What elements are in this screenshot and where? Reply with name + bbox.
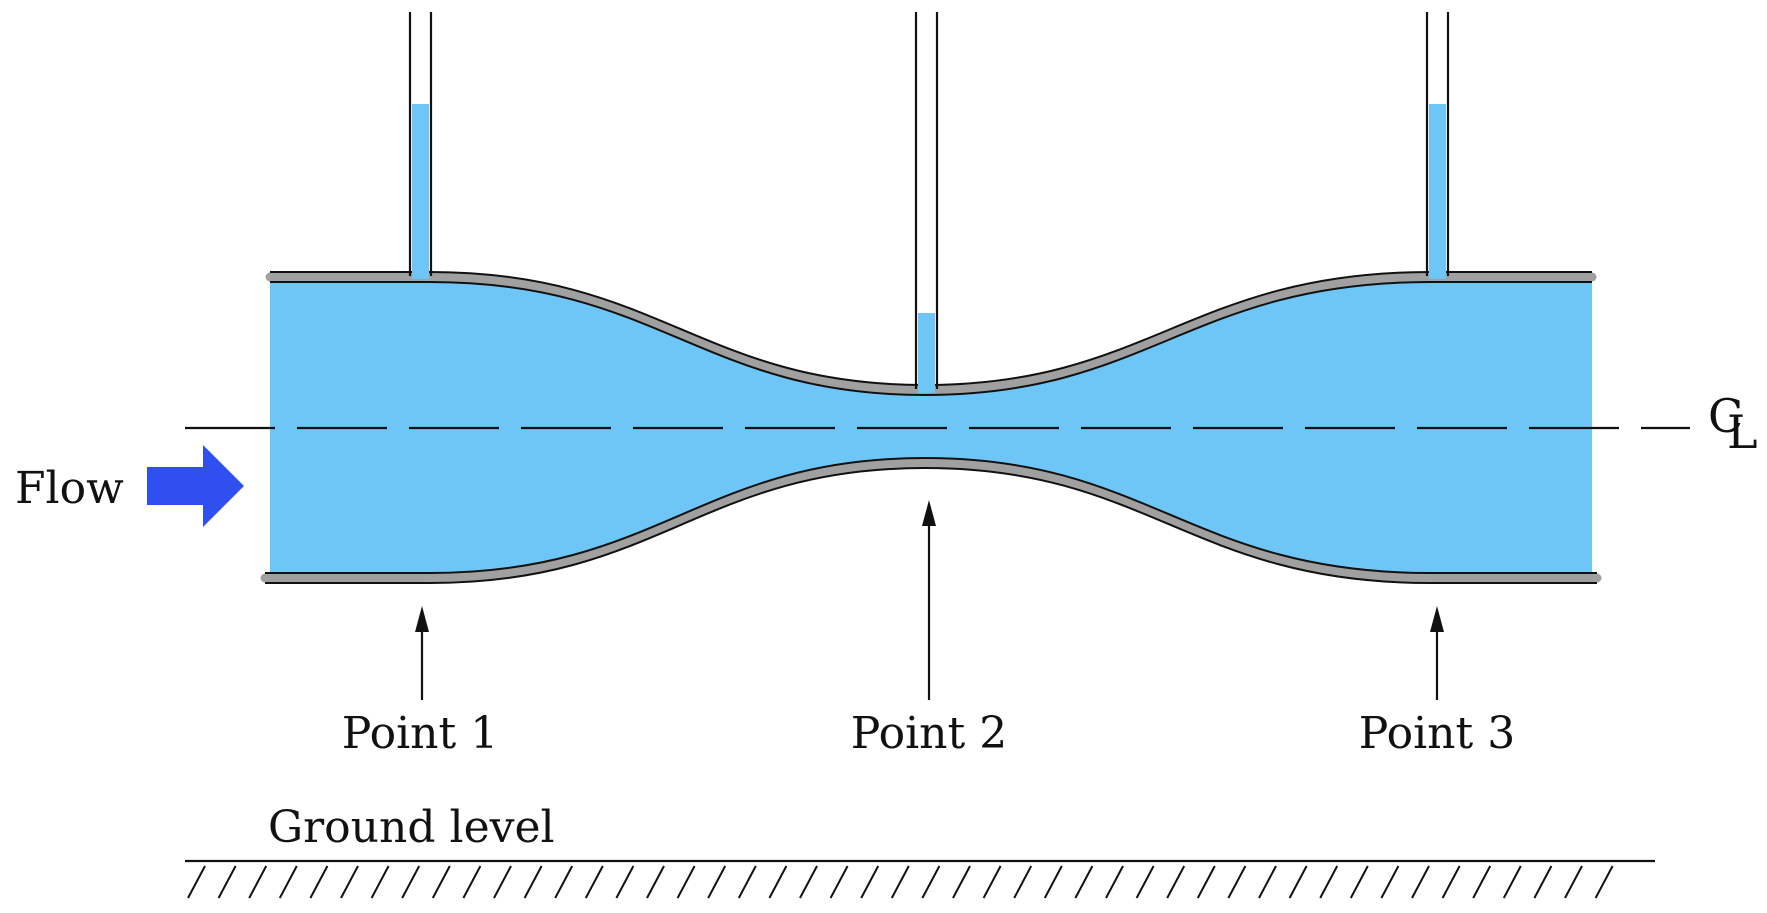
ground-hatch-mark [1074,865,1094,899]
ground-hatch-mark [217,865,237,899]
ground-hatch-mark [554,865,574,899]
point-3-label: Point 3 [1359,708,1515,759]
ground-hatch-mark [584,865,604,899]
ground-hatch-mark [860,865,880,899]
ground-hatch-mark [1105,865,1124,899]
ground-hatch-mark [707,865,727,899]
ground-hatch-mark [799,865,818,899]
ground-hatch-mark [768,865,788,899]
point-1-pointer [415,606,429,700]
ground-hatch-mark [187,865,206,899]
fluid-column-1 [412,104,429,279]
ground-hatch-mark [309,865,329,899]
ground-hatch-mark [890,865,910,899]
fluid-column-2 [918,313,935,393]
point-1-label: Point 1 [342,708,498,759]
point-2-label: Point 2 [851,708,1007,759]
ground-hatch-mark [248,865,268,899]
ground-level-label: Ground level [268,802,555,853]
ground-hatch-mark [1135,865,1155,899]
flow-indicator: Flow [15,445,244,527]
ground-hatch-mark [1043,865,1063,899]
ground-hatch-mark [1502,865,1522,899]
point-3-pointer [1430,606,1444,700]
ground-hatch-mark [1196,865,1216,899]
ground-hatch-mark [1258,865,1277,899]
ground-hatch-mark [1013,865,1033,899]
ground-hatch-mark [340,865,359,899]
ground-hatch-mark [370,865,390,899]
piezometer-tube-1 [408,12,433,279]
ground-hatch-mark [921,865,941,899]
centerline-c: C [1708,389,1743,443]
point-2-pointer [922,500,936,700]
ground-hatch-mark [523,865,543,899]
piezometer-tube-3 [1425,12,1450,279]
ground-hatch-mark [1380,865,1400,899]
fluid-column-3 [1429,104,1446,279]
ground-hatch-mark [462,865,482,899]
pipe-bottom-wall [260,456,1602,584]
ground-hatch-mark [1166,865,1186,899]
ground-hatch-mark [952,865,971,899]
ground-hatch-mark [431,865,451,899]
ground-hatch-mark [278,865,298,899]
ground-hatch-mark [1349,865,1369,899]
ground-hatch-mark [1564,865,1583,899]
piezometer-tube-2 [914,12,939,393]
centerline-l: L [1727,405,1758,459]
ground-hatch-mark [829,865,849,899]
ground-hatch-mark [1594,865,1614,899]
ground-hatch-mark [493,865,512,899]
ground-hatch-mark [1319,865,1339,899]
flow-arrow-icon [147,445,244,527]
ground-hatch-mark [737,865,757,899]
ground-hatch-mark [1533,865,1553,899]
ground-hatch-mark [1227,865,1247,899]
ground-hatch-mark [1288,865,1308,899]
ground-hatch-mark [615,865,635,899]
ground-hatch-mark [676,865,696,899]
ground-hatch [187,865,1614,899]
ground-hatch-mark [401,865,421,899]
ground-hatch-mark [982,865,1002,899]
ground-hatch-mark [646,865,665,899]
ground-hatch-mark [1441,865,1461,899]
ground-hatch-mark [1411,865,1430,899]
flow-label: Flow [15,463,124,514]
centerline-symbol: C L [1708,389,1758,459]
ground-hatch-mark [1472,865,1492,899]
